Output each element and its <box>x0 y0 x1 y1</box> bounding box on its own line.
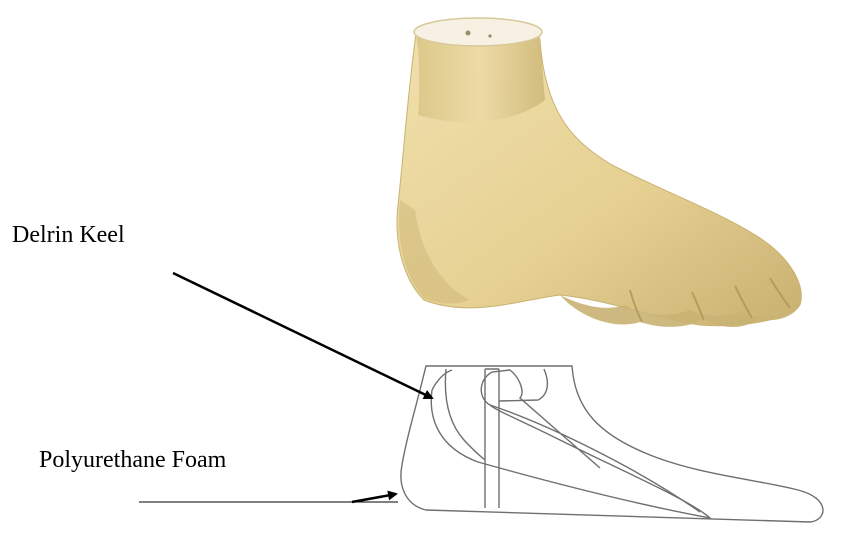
delrin-keel-label: Delrin Keel <box>12 223 125 247</box>
keel-arrow <box>173 273 432 398</box>
foam-foot-photo <box>397 18 801 327</box>
foot-ankle <box>416 34 545 122</box>
polyurethane-foam-label: Polyurethane Foam <box>39 448 226 472</box>
section-outline <box>401 366 823 522</box>
foot-top-cap <box>414 18 542 46</box>
foot-cross-section <box>401 366 823 522</box>
foot-top-hole <box>466 31 471 36</box>
keel-bolt <box>485 369 499 508</box>
delrin-keel <box>431 370 710 518</box>
